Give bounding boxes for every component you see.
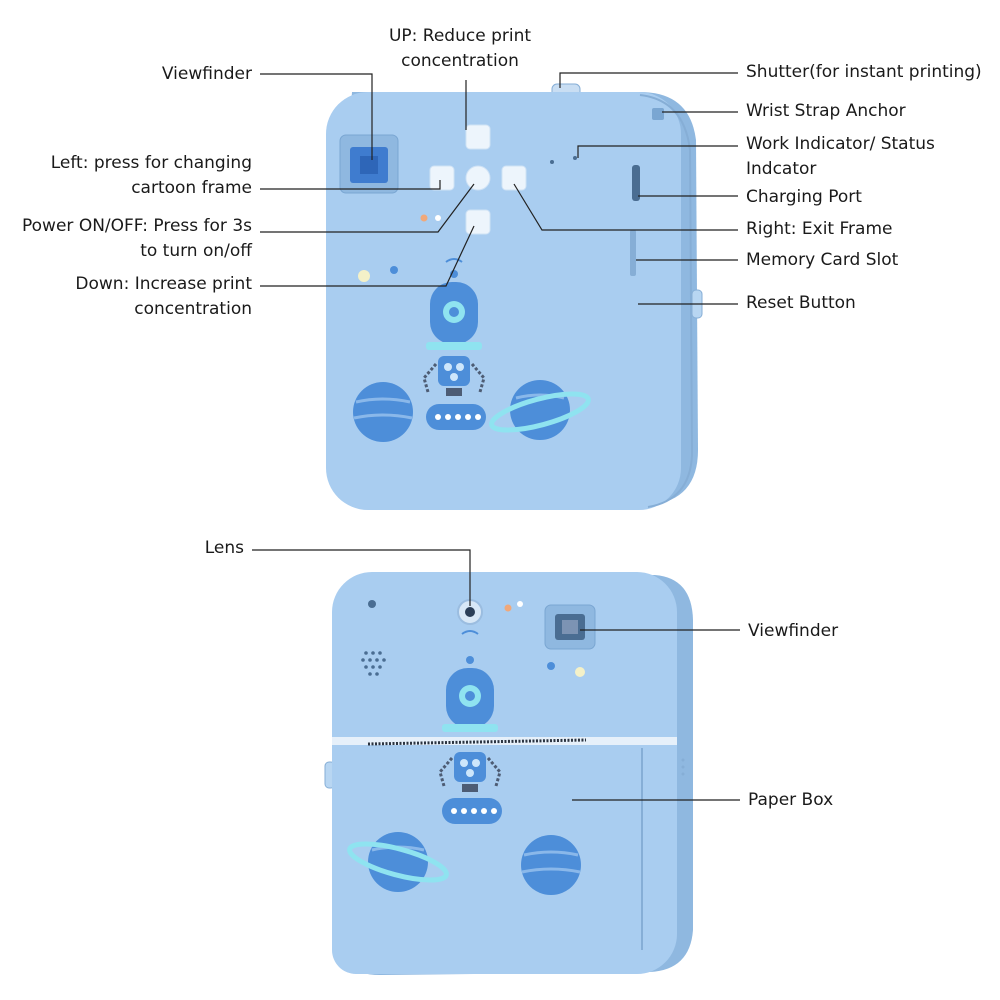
leader-lines bbox=[252, 72, 740, 801]
label-front-viewfinder: Viewfinder bbox=[748, 621, 839, 641]
front-planet-right bbox=[521, 835, 581, 895]
left-button bbox=[429, 165, 455, 191]
charging-port bbox=[632, 165, 640, 201]
label-charging-port: Charging Port bbox=[746, 187, 862, 207]
leader-down bbox=[260, 225, 475, 287]
memory-card-slot bbox=[630, 230, 636, 276]
label-wrist-strap: Wrist Strap Anchor bbox=[746, 101, 906, 121]
label-work-indicator: Work Indicator/ Status Indcator bbox=[746, 134, 935, 179]
label-viewfinder: Viewfinder bbox=[161, 64, 252, 84]
camera-back-view bbox=[326, 83, 703, 510]
paper-slot bbox=[367, 738, 587, 746]
front-robot-decoration bbox=[442, 656, 498, 732]
label-down-button: Down: Increase print concentration bbox=[75, 274, 252, 319]
label-up-button: UP: Reduce print concentration bbox=[388, 26, 532, 71]
paper-box bbox=[332, 748, 642, 974]
leader-shutter bbox=[559, 72, 738, 88]
speaker-grill bbox=[361, 651, 386, 676]
work-indicator bbox=[573, 156, 577, 160]
label-reset-button: Reset Button bbox=[746, 293, 856, 313]
camera-front-view bbox=[324, 572, 693, 975]
down-button bbox=[465, 209, 491, 235]
leader-viewfinder bbox=[260, 73, 373, 160]
up-button bbox=[465, 124, 491, 150]
robot-decoration bbox=[422, 258, 486, 430]
right-button bbox=[501, 165, 527, 191]
planet-right bbox=[489, 380, 591, 440]
leader-left bbox=[260, 180, 441, 190]
camera-back-body bbox=[326, 92, 681, 510]
front-robot-body bbox=[438, 752, 502, 824]
leader-right bbox=[513, 183, 738, 231]
label-paper-box: Paper Box bbox=[748, 790, 834, 810]
label-shutter: Shutter(for instant printing) bbox=[746, 62, 982, 82]
label-memory-card: Memory Card Slot bbox=[746, 250, 899, 270]
leader-power bbox=[260, 183, 475, 233]
wrist-strap-anchor bbox=[652, 108, 664, 120]
label-power-button: Power ON/OFF: Press for 3s to turn on/of… bbox=[22, 216, 252, 261]
leader-lens bbox=[252, 549, 471, 606]
front-planet-left bbox=[347, 832, 449, 892]
planet-left bbox=[353, 382, 413, 442]
label-left-button: Left: press for changing cartoon frame bbox=[50, 153, 252, 198]
camera-back-edge bbox=[639, 94, 694, 508]
power-button bbox=[465, 165, 491, 191]
leader-work-indicator bbox=[577, 145, 738, 158]
label-lens: Lens bbox=[204, 538, 244, 558]
label-right-button: Right: Exit Frame bbox=[746, 219, 893, 239]
